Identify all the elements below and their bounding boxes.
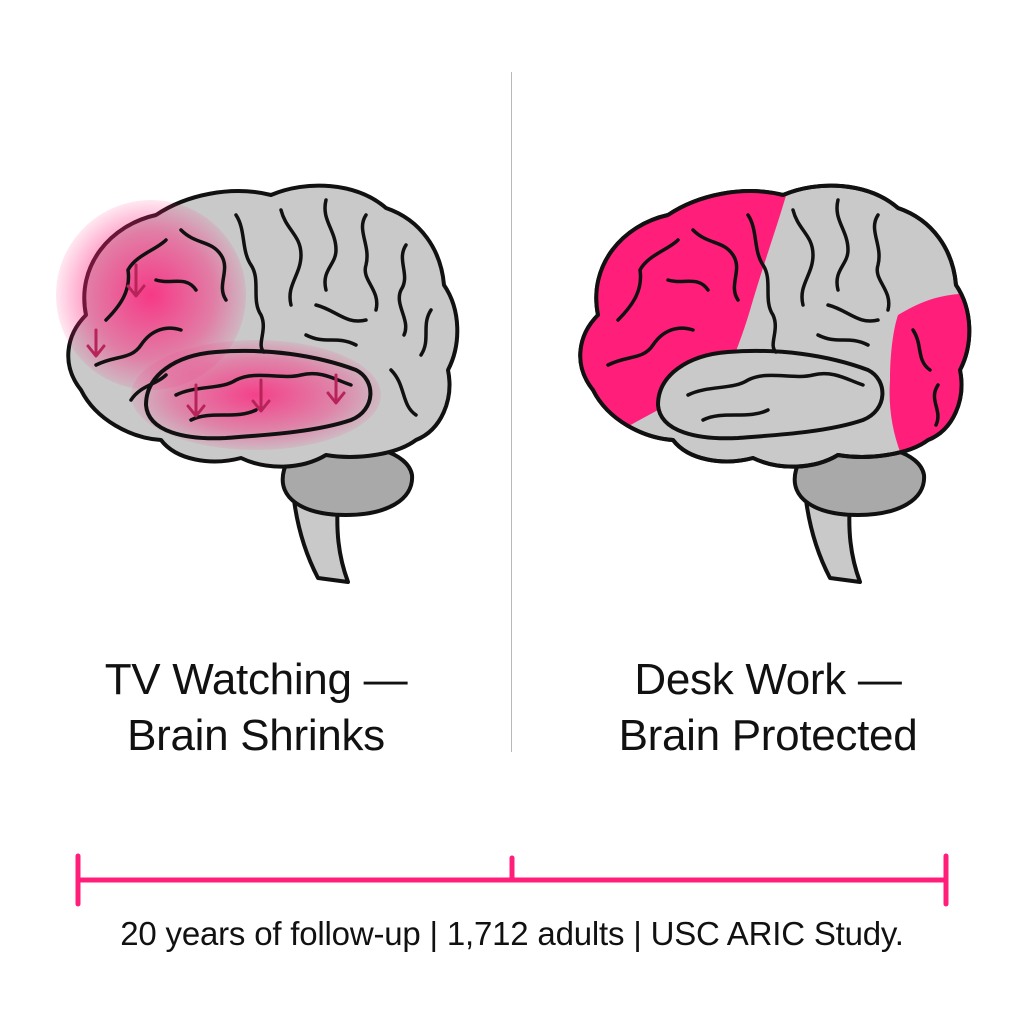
tv-watching-caption: TV Watching — Brain Shrinks [0,652,512,764]
gyri-lines [94,198,433,422]
caption-line-2: Brain Shrinks [127,711,385,760]
temporal-lobe [143,348,373,441]
desk-work-caption: Desk Work — Brain Protected [512,652,1024,764]
caption-line-1: TV Watching — [104,655,408,704]
gyri-lines [606,198,940,427]
temporal-highlight [131,340,381,450]
down-arrow-icon [86,328,106,358]
down-arrow-icon [326,373,346,405]
brain-stem [292,498,350,584]
caption-line-1: Desk Work — [634,655,902,704]
panel-divider [511,72,512,752]
study-footnote: 20 years of follow-up | 1,712 adults | U… [120,915,904,952]
brain-shrinking-illustration [56,183,460,584]
caption-line-2: Brain Protected [618,711,918,760]
panel-desk-work: Desk Work — Brain Protected [512,0,1024,790]
timeline-bar [75,853,949,907]
panel-tv-watching: TV Watching — Brain Shrinks [0,0,512,790]
shrink-arrows [86,263,346,418]
frontal-highlight [56,200,246,390]
down-arrow-icon [186,383,206,418]
brain-stem [804,498,862,584]
brain-protected-illustration [578,183,972,584]
down-arrow-icon [251,378,271,413]
down-arrow-icon [126,263,146,298]
occipital-region-protected [889,293,970,467]
